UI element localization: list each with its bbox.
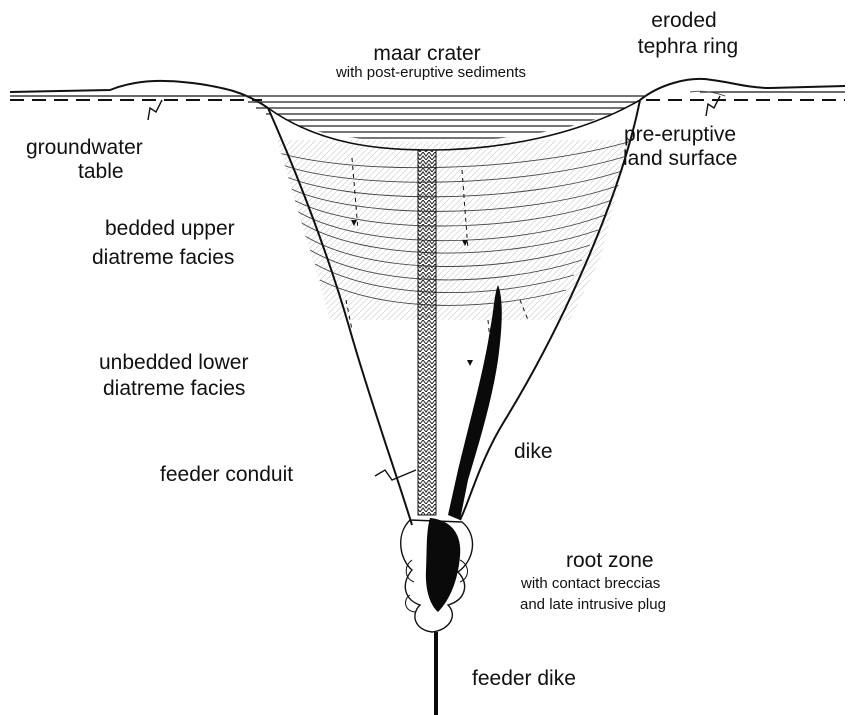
label-diatreme-facies-lower: diatreme facies xyxy=(103,378,245,399)
label-groundwater: groundwater xyxy=(26,137,143,158)
label-contact-breccias: with contact breccias xyxy=(521,576,660,591)
late-intrusive-plug xyxy=(426,518,460,612)
label-tephra-ring: tephra ring xyxy=(638,36,738,57)
label-late-intrusive-plug: and late intrusive plug xyxy=(520,597,666,612)
label-feeder-dike: feeder dike xyxy=(472,668,576,689)
label-maar-crater: maar crater xyxy=(373,43,480,64)
label-eroded: eroded xyxy=(651,10,716,31)
label-pre-eruptive: pre-eruptive xyxy=(624,124,736,145)
label-unbedded-lower: unbedded lower xyxy=(99,352,248,373)
label-diatreme-facies-upper: diatreme facies xyxy=(92,247,234,268)
label-feeder-conduit: feeder conduit xyxy=(160,464,293,485)
label-post-eruptive-sediments: with post-eruptive sediments xyxy=(336,65,526,80)
label-bedded-upper: bedded upper xyxy=(105,218,235,239)
label-root-zone: root zone xyxy=(566,550,654,571)
label-table: table xyxy=(78,161,124,182)
tephra-ring-right xyxy=(640,79,845,100)
label-land-surface: land surface xyxy=(623,148,737,169)
top-crop xyxy=(0,0,853,10)
label-dike: dike xyxy=(514,441,553,462)
land-surface-left xyxy=(10,81,268,108)
feeder-conduit-band xyxy=(418,150,436,515)
groundwater-leader xyxy=(148,100,162,120)
